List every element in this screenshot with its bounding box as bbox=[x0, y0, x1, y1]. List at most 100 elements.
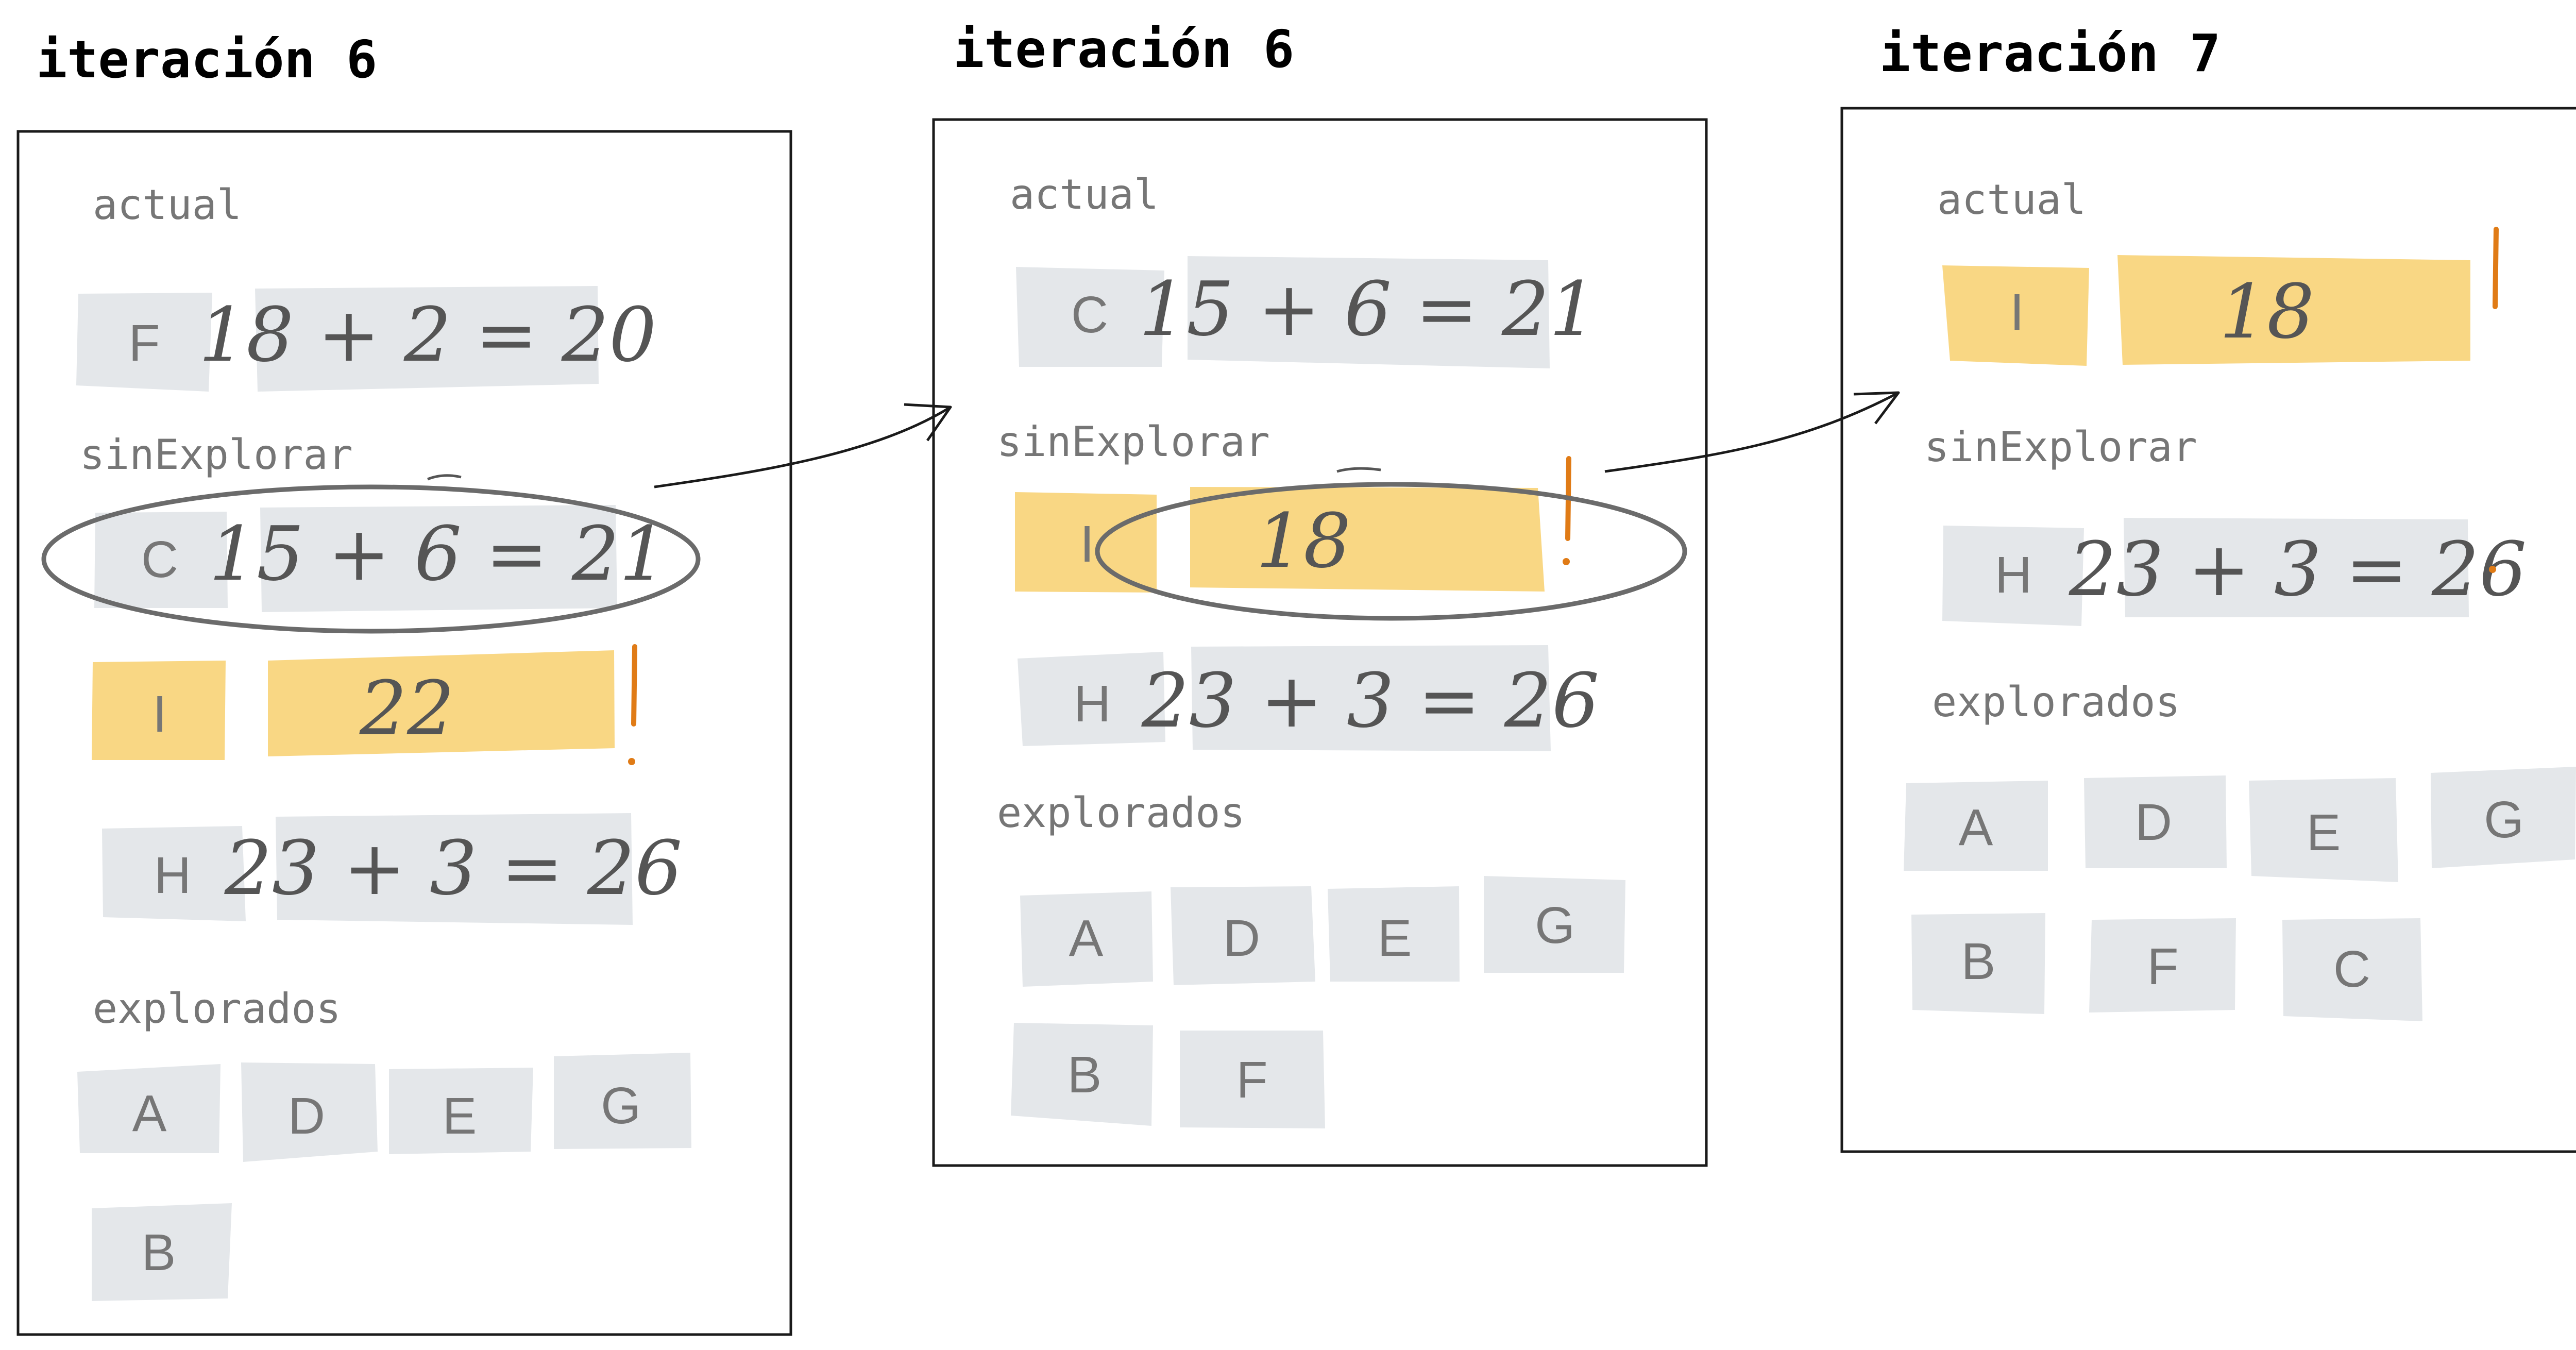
node-card: H 23 + 3 = 26 bbox=[102, 813, 682, 925]
explored-box bbox=[389, 1068, 533, 1154]
panel-frame bbox=[1840, 107, 2576, 1153]
node-id-box bbox=[1942, 526, 2084, 626]
explored-box bbox=[1911, 913, 2045, 1014]
explored-id: G bbox=[1535, 897, 1575, 954]
explored-box bbox=[2282, 918, 2422, 1021]
explored-list: A D E G B F C bbox=[1904, 767, 2576, 1021]
transition-arrow bbox=[1604, 391, 1900, 473]
node-id: H bbox=[1074, 675, 1111, 733]
node-card: I 18 bbox=[1942, 227, 2499, 366]
arrow-head bbox=[904, 403, 952, 442]
explored-list: A D E G B F bbox=[1011, 876, 1625, 1128]
section-label-explorados: explorados bbox=[93, 985, 341, 1033]
node-expr-box bbox=[268, 650, 615, 756]
node-id: C bbox=[1071, 286, 1108, 344]
arrow-head bbox=[1853, 391, 1900, 425]
transition-arrow bbox=[654, 403, 952, 488]
explored-node: G bbox=[2431, 767, 2576, 868]
node-expr-box bbox=[1188, 256, 1550, 368]
explored-id: D bbox=[2135, 794, 2172, 851]
explored-list: A D E G B bbox=[77, 1053, 691, 1301]
section-label-actual: actual bbox=[1937, 176, 2086, 224]
node-id-box bbox=[92, 661, 226, 760]
node-id: H bbox=[154, 847, 191, 904]
node-expr-box bbox=[255, 286, 599, 392]
explored-node: B bbox=[1911, 913, 2045, 1014]
panel-iteration-3: iteración 7 actual I 18 sinExplorar H 23… bbox=[1840, 23, 2576, 1153]
node-card: I 22 bbox=[92, 644, 637, 765]
explored-id: E bbox=[1378, 909, 1412, 967]
explored-node: E bbox=[2249, 778, 2398, 882]
explored-box bbox=[554, 1053, 691, 1149]
explored-id: D bbox=[288, 1087, 325, 1145]
explored-node: D bbox=[241, 1062, 378, 1162]
explored-node: F bbox=[2089, 918, 2236, 1012]
explored-node: A bbox=[1020, 891, 1153, 987]
node-id-box bbox=[102, 826, 246, 921]
exclamation-dot bbox=[628, 758, 635, 765]
explored-box bbox=[1180, 1031, 1325, 1128]
node-card: I 18 bbox=[1015, 456, 1571, 593]
node-expr-box bbox=[276, 813, 633, 925]
node-id-box bbox=[1016, 267, 1164, 367]
explored-box bbox=[1171, 886, 1315, 985]
node-id-box bbox=[76, 293, 212, 392]
explored-node: E bbox=[1328, 886, 1460, 982]
node-id: I bbox=[2010, 283, 2024, 341]
explored-id: B bbox=[142, 1224, 176, 1281]
explored-id: B bbox=[1067, 1046, 1102, 1104]
explored-box bbox=[1904, 781, 2048, 871]
explored-box bbox=[1020, 891, 1153, 987]
node-expr-box bbox=[2124, 518, 2469, 617]
node-expr: 18 + 2 = 20 bbox=[199, 292, 657, 379]
explored-node: B bbox=[1011, 1023, 1153, 1126]
section-label-explorados: explorados bbox=[1932, 678, 2180, 726]
explored-id: E bbox=[2307, 804, 2341, 862]
explored-id: F bbox=[2147, 938, 2178, 995]
section-label-actual: actual bbox=[1010, 171, 1159, 218]
section-label-actual: actual bbox=[93, 181, 242, 229]
node-id-box bbox=[94, 512, 228, 608]
node-id-box bbox=[1018, 652, 1165, 746]
explored-node: G bbox=[1484, 876, 1625, 973]
node-card: C 15 + 6 = 21 bbox=[94, 505, 667, 612]
panel-frame bbox=[16, 130, 792, 1336]
explored-box bbox=[2431, 767, 2576, 868]
pen-stroke bbox=[1336, 467, 1381, 473]
panel-frame bbox=[932, 118, 1708, 1167]
explored-id: G bbox=[2484, 791, 2524, 849]
node-expr: 18 bbox=[1256, 498, 1351, 585]
exclamation-dot bbox=[2489, 566, 2496, 573]
arrow-line bbox=[1604, 391, 1900, 473]
explored-box bbox=[92, 1203, 232, 1301]
explored-node: G bbox=[554, 1053, 691, 1149]
node-expr-box bbox=[260, 505, 617, 612]
panel-iteration-1: iteración 6 actual F 18 + 2 = 20 sinExpl… bbox=[16, 29, 792, 1336]
node-id: I bbox=[152, 685, 167, 743]
explored-box bbox=[241, 1062, 378, 1162]
panel-iteration-2: iteración 6 actual C 15 + 6 = 21 sinExpl… bbox=[932, 19, 1708, 1167]
explored-id: A bbox=[1069, 909, 1104, 967]
node-expr: 23 + 3 = 26 bbox=[224, 825, 683, 912]
node-id: F bbox=[128, 314, 160, 372]
section-label-sinexplorar: sinExplorar bbox=[997, 418, 1270, 466]
explored-node: A bbox=[1904, 781, 2048, 871]
explored-id: G bbox=[601, 1077, 641, 1135]
explored-box bbox=[1328, 886, 1460, 982]
node-id-box bbox=[1015, 492, 1157, 593]
circled-node-ellipse bbox=[1095, 482, 1687, 621]
explored-node: E bbox=[389, 1068, 533, 1154]
explored-id: F bbox=[1236, 1051, 1267, 1109]
circled-node-ellipse bbox=[41, 484, 701, 634]
explored-box bbox=[2084, 775, 2227, 868]
exclamation-dot bbox=[1563, 558, 1570, 565]
node-card: F 18 + 2 = 20 bbox=[76, 286, 656, 392]
explored-node: C bbox=[2282, 918, 2422, 1021]
node-expr-box bbox=[1191, 645, 1551, 751]
node-card: C 15 + 6 = 21 bbox=[1016, 256, 1597, 368]
node-expr-box bbox=[1190, 487, 1545, 592]
explored-node: D bbox=[1171, 886, 1315, 985]
pen-stroke bbox=[427, 474, 462, 481]
node-expr: 23 + 3 = 26 bbox=[1141, 657, 1600, 745]
